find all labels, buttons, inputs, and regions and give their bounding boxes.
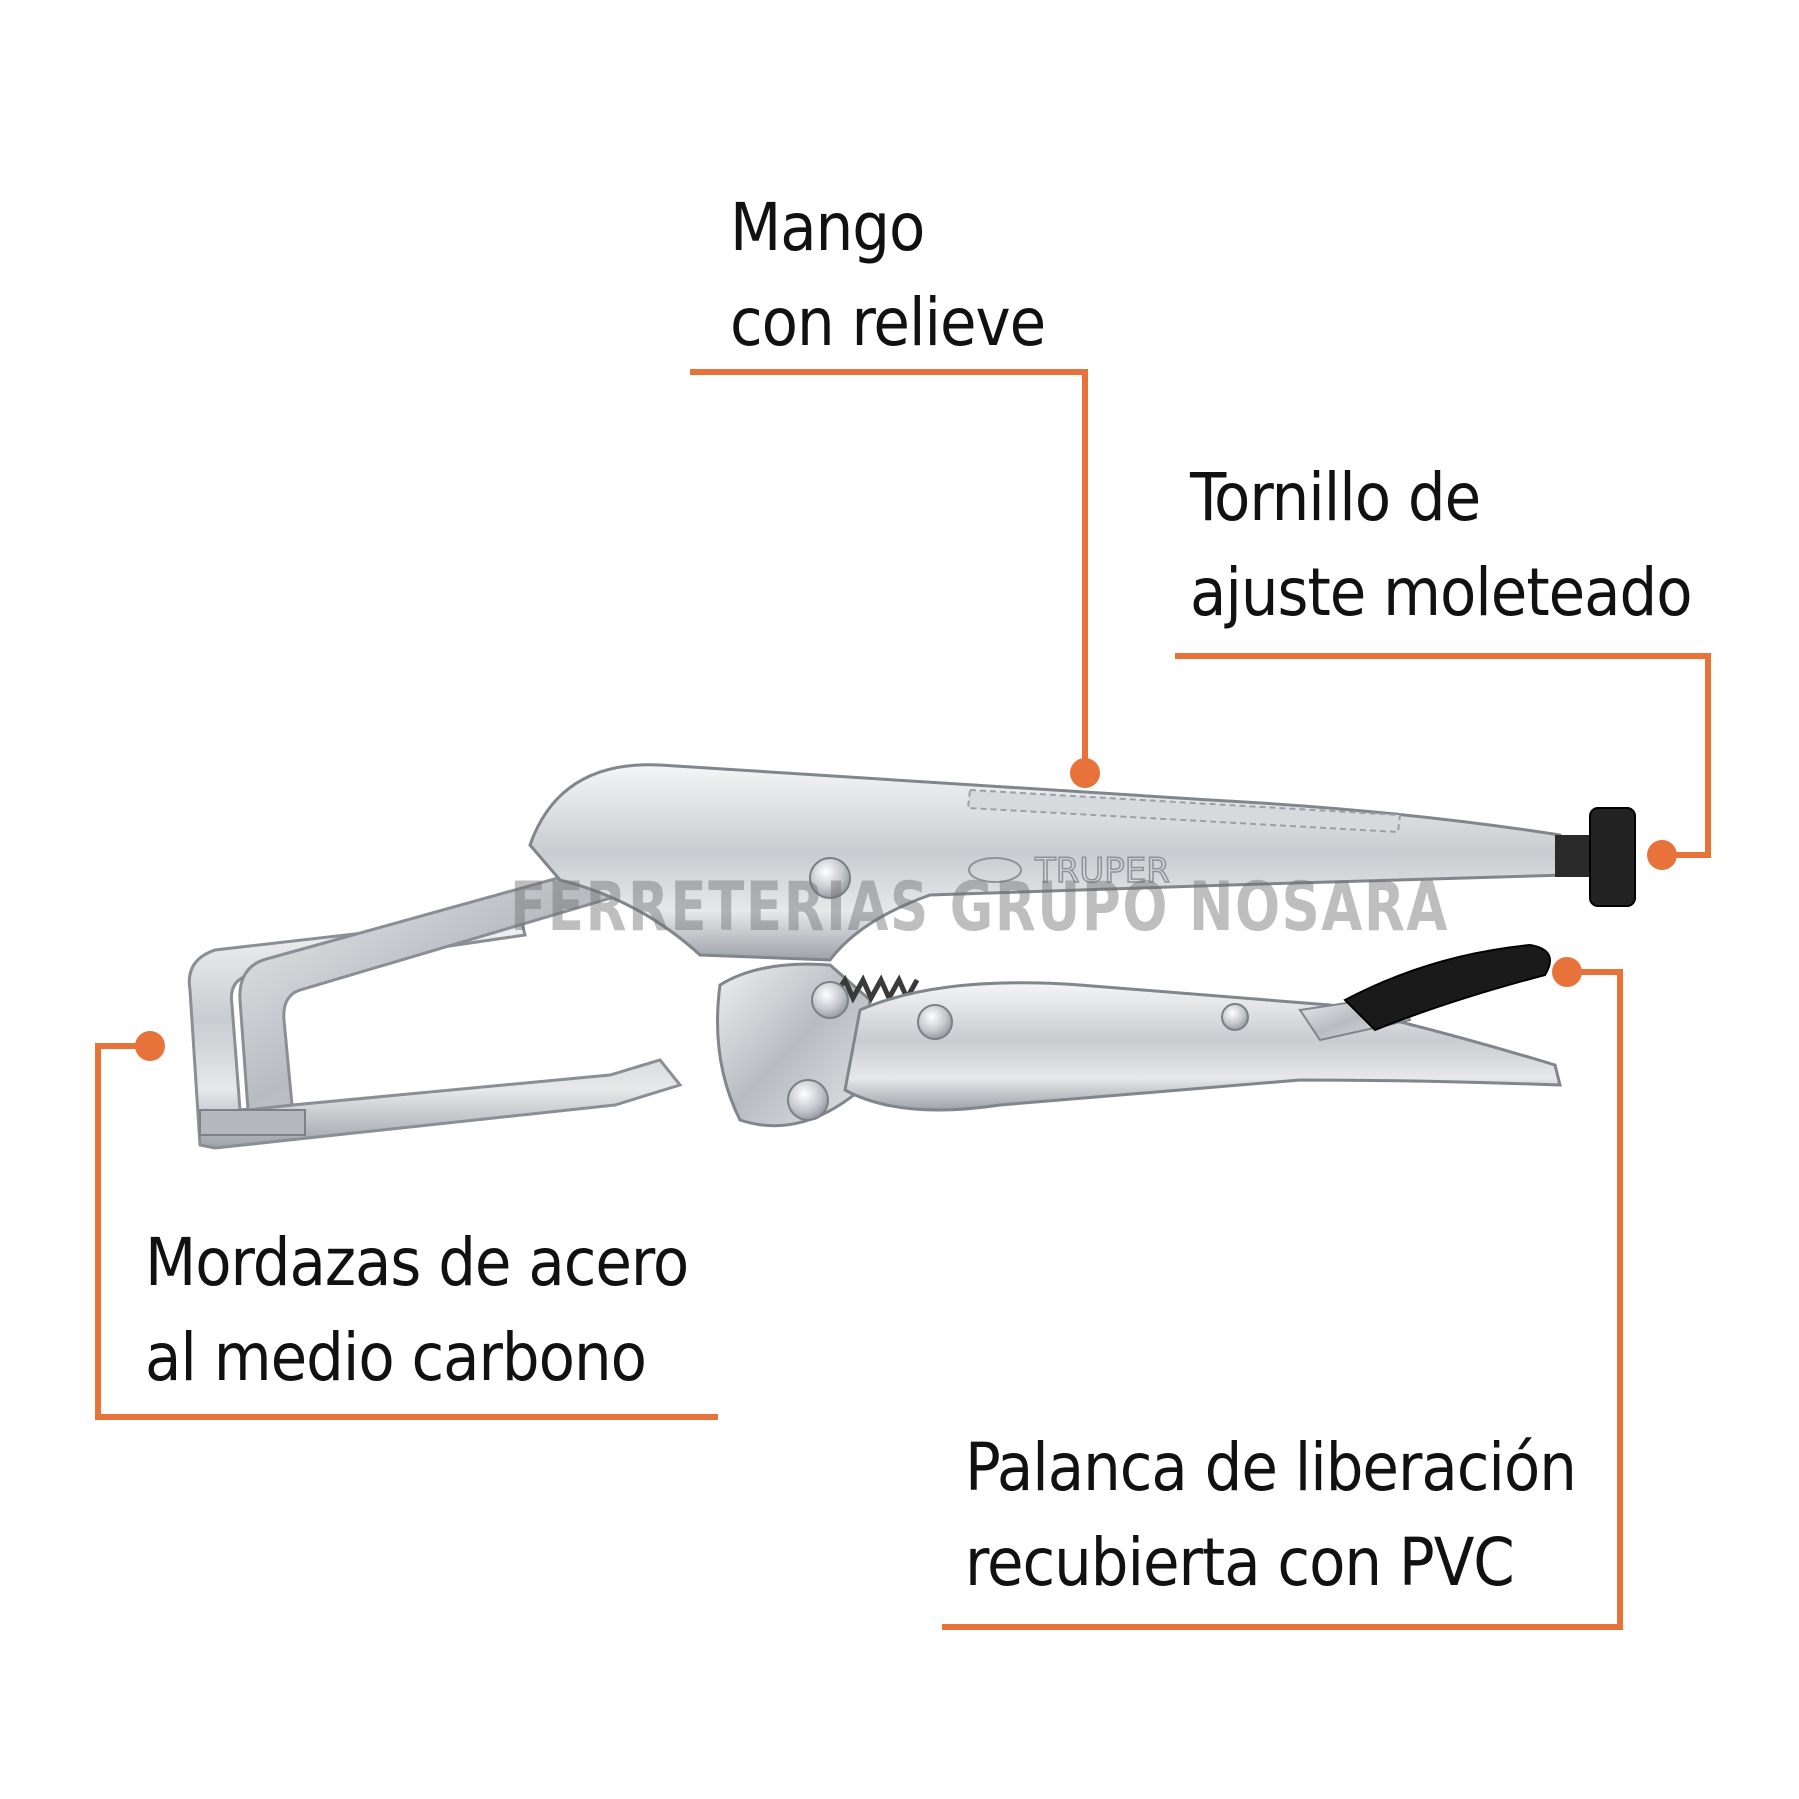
rivet-center [811,981,849,1019]
callout-tornillo-line2: ajuste moleteado [1190,554,1693,631]
adjusting-screw-knob [1589,807,1636,907]
rivet-upper [809,857,851,899]
callout-mango-line1: Mango [730,189,925,266]
callout-label-tornillo: Tornillo de ajuste moleteado [1190,450,1693,640]
adjusting-screw-thread [1555,835,1595,877]
leader-line-mordazas [95,1043,718,1420]
handle-relief [966,788,1402,834]
leader-line-mango [690,369,1088,770]
callout-palanca-line2: recubierta con PVC [965,1524,1515,1601]
callout-dots [135,758,1677,1061]
callout-tornillo-line1: Tornillo de [1190,459,1481,536]
release-lever-pvc-grip [1343,943,1551,1032]
callout-label-mango: Mango con relieve [730,180,1046,370]
brand-logo-mark [968,857,1022,883]
rivet-lower-right [1221,1003,1249,1031]
leader-line-tornillo [1175,653,1711,858]
callout-dot-mango [1070,758,1100,788]
callout-lines [95,369,1711,1630]
lower-handle [843,981,1562,1112]
callout-dot-palanca [1552,957,1582,987]
jaw-pad [199,1109,306,1136]
watermark-text: FERRETERIAS GRUPO NOSARA [510,868,1450,947]
leader-line-palanca [942,969,1623,1630]
rivet-lower-mid [917,1004,953,1040]
callout-mango-line2: con relieve [730,284,1046,361]
callout-label-palanca: Palanca de liberación recubierta con PVC [965,1420,1577,1610]
callout-dot-tornillo [1647,840,1677,870]
locking-pliers-illustration: TRUPER [187,763,1636,1150]
callout-mordazas-line1: Mordazas de acero [145,1224,689,1301]
callout-palanca-line1: Palanca de liberación [965,1429,1577,1506]
spring [832,974,920,1004]
rivet-lower-left [787,1079,829,1121]
brand-logo: TRUPER [1034,851,1170,891]
callout-dot-mordazas [135,1031,165,1061]
callout-mordazas-line2: al medio carbono [145,1319,647,1396]
callout-label-mordazas: Mordazas de acero al medio carbono [145,1215,689,1405]
